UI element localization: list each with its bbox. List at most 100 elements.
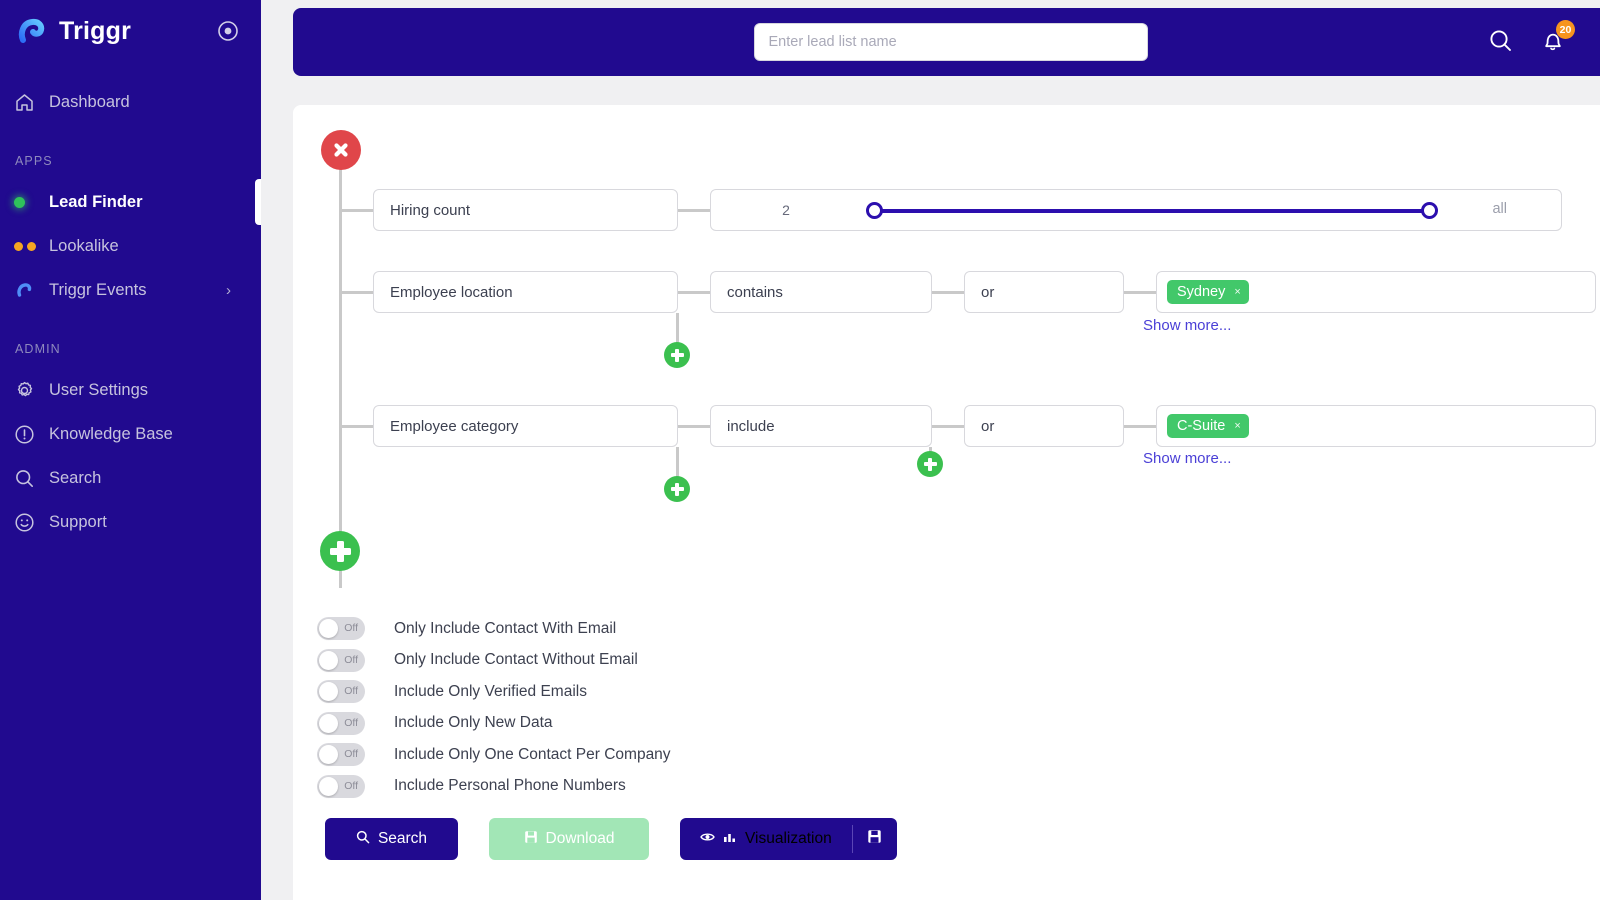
toggle-row: Off Only Include Contact With Email	[317, 613, 671, 645]
toggle-row: Off Only Include Contact Without Email	[317, 645, 671, 677]
connector-line	[932, 424, 964, 428]
search-icon	[14, 468, 44, 489]
lead-list-name-input[interactable]	[753, 23, 1148, 61]
active-indicator	[255, 179, 261, 225]
range-max-label: all	[1492, 201, 1507, 217]
filter-values-box[interactable]: Sydney ×	[1156, 271, 1596, 313]
filter-row-hiring-count: Hiring count 2 all	[339, 189, 1562, 231]
top-bar: 20	[293, 8, 1600, 76]
add-operator-condition-button[interactable]	[664, 476, 690, 502]
visualization-button[interactable]: Visualization	[680, 818, 852, 860]
tag-label: C-Suite	[1177, 418, 1226, 434]
sidebar-item-label: Lookalike	[49, 236, 119, 255]
remove-tag-icon[interactable]: ×	[1234, 420, 1241, 432]
toggle-knob	[319, 682, 338, 702]
toggle-knob	[319, 650, 338, 670]
add-filter-group-button[interactable]	[320, 531, 360, 571]
sidebar-item-user-settings[interactable]: User Settings	[0, 368, 261, 412]
toggle-state-label: Off	[344, 779, 358, 792]
connector-line	[932, 290, 964, 294]
remove-group-button[interactable]	[321, 130, 361, 170]
toggle-row: Off Include Personal Phone Numbers	[317, 771, 671, 803]
filter-boolean-select[interactable]: or	[964, 405, 1124, 447]
range-slider-control: 2 all	[710, 189, 1562, 231]
home-icon	[14, 92, 44, 113]
toggle-state-label: Off	[344, 716, 358, 729]
filter-boolean-select[interactable]: or	[964, 271, 1124, 313]
filter-field-select[interactable]: Employee category	[373, 405, 678, 447]
sidebar-item-knowledge-base[interactable]: Knowledge Base	[0, 412, 261, 456]
filter-row-employee-category: Employee category include or C-Suite ×	[339, 405, 1596, 447]
save-icon	[524, 830, 538, 849]
filter-field-select[interactable]: Hiring count	[373, 189, 678, 231]
range-slider[interactable]: all	[861, 189, 1543, 231]
sidebar-item-label: Search	[49, 468, 102, 487]
toggle-include-only-new-data[interactable]: Off	[317, 711, 365, 735]
smiley-icon	[14, 512, 44, 533]
filter-operator-select[interactable]: contains	[710, 271, 932, 313]
connector-stub	[676, 447, 679, 479]
sidebar-item-triggr-events[interactable]: Triggr Events ›	[0, 268, 261, 312]
toggle-state-label: Off	[344, 685, 358, 698]
add-operator-condition-button[interactable]	[664, 342, 690, 368]
info-circle-icon	[14, 424, 44, 445]
show-more-link-category[interactable]: Show more...	[1143, 450, 1232, 467]
sidebar-item-support[interactable]: Support	[0, 500, 261, 544]
triggr-swirl-logo-icon	[14, 14, 48, 48]
slider-handle-max[interactable]	[1421, 202, 1438, 219]
download-button[interactable]: Download	[489, 818, 649, 860]
group-trunk-line	[339, 163, 342, 588]
tag-chip[interactable]: C-Suite ×	[1167, 414, 1249, 438]
sidebar-section-admin: ADMIN	[15, 342, 61, 356]
remove-tag-icon[interactable]: ×	[1234, 286, 1241, 298]
toggle-include-only-verified-emails[interactable]: Off	[317, 680, 365, 704]
tag-label: Sydney	[1177, 284, 1226, 300]
lead-finder-panel: Hiring count 2 all Em	[293, 105, 1600, 900]
toggle-only-include-contact-without-email[interactable]: Off	[317, 648, 365, 672]
triggr-swirl-icon	[14, 280, 44, 300]
filter-field-select[interactable]: Employee location	[373, 271, 678, 313]
toggle-knob	[319, 776, 338, 796]
search-button[interactable]: Search	[325, 818, 458, 860]
sidebar-item-label: Triggr Events	[49, 280, 147, 299]
sidebar-item-search[interactable]: Search	[0, 456, 261, 500]
toggle-include-personal-phone-numbers[interactable]: Off	[317, 774, 365, 798]
toggle-include-only-one-contact-per-company[interactable]: Off	[317, 743, 365, 767]
bar-chart-icon	[723, 830, 737, 848]
toggle-label: Only Include Contact With Email	[394, 619, 617, 637]
visualization-button-group: Visualization	[680, 818, 897, 860]
toggle-state-label: Off	[344, 748, 358, 761]
connector-line	[678, 290, 710, 294]
toggle-label: Include Personal Phone Numbers	[394, 777, 626, 795]
toggle-row: Off Include Only Verified Emails	[317, 676, 671, 708]
toggle-label: Include Only New Data	[394, 714, 553, 732]
slider-handle-min[interactable]	[866, 202, 883, 219]
connector-line	[1124, 290, 1156, 294]
orange-dots-icon	[14, 241, 44, 251]
sidebar-item-lookalike[interactable]: Lookalike	[0, 224, 261, 268]
main-area: 20 Hiring count	[261, 0, 1600, 900]
search-icon	[356, 830, 370, 849]
connector-line	[339, 424, 373, 428]
sidebar: Triggr Dashboard APPS Lead Finder	[0, 0, 261, 900]
filter-operator-select[interactable]: include	[710, 405, 932, 447]
chevron-right-icon: ›	[226, 281, 231, 299]
download-button-label: Download	[545, 830, 615, 847]
sidebar-item-lead-finder[interactable]: Lead Finder	[0, 179, 261, 225]
range-min-value[interactable]: 2	[782, 202, 790, 218]
brand-name: Triggr	[59, 16, 132, 45]
gear-icon	[14, 380, 44, 401]
action-bar: Search Download	[325, 818, 897, 860]
tag-chip[interactable]: Sydney ×	[1167, 280, 1249, 304]
target-circle-icon[interactable]	[217, 20, 239, 42]
show-more-link-location[interactable]: Show more...	[1143, 317, 1232, 334]
eye-icon	[700, 830, 715, 848]
sidebar-item-dashboard[interactable]: Dashboard	[0, 80, 261, 124]
bell-icon[interactable]: 20	[1540, 20, 1575, 56]
filter-values-box[interactable]: C-Suite ×	[1156, 405, 1596, 447]
toggle-only-include-contact-with-email[interactable]: Off	[317, 617, 365, 641]
add-boolean-condition-button[interactable]	[917, 451, 943, 477]
search-icon[interactable]	[1488, 28, 1514, 56]
save-visualization-button[interactable]	[853, 818, 897, 860]
connector-line	[678, 208, 710, 212]
